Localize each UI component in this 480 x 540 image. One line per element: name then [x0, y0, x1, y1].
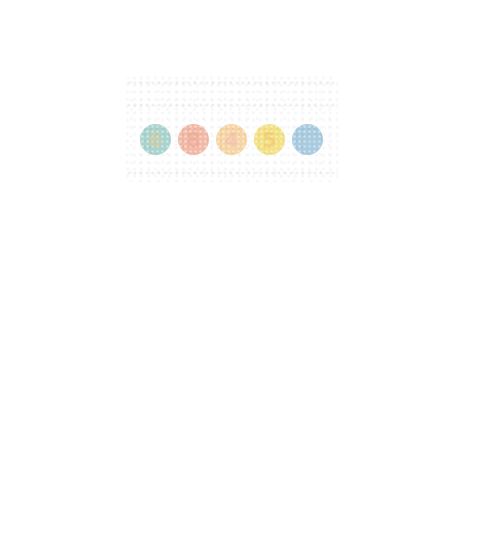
plate-dot-pattern: [254, 124, 285, 155]
plate-dot-pattern: [292, 124, 323, 155]
plate-dot-pattern: [140, 124, 171, 155]
color-plate-4[interactable]: 5: [254, 124, 285, 155]
color-plate-5[interactable]: [292, 124, 323, 155]
dot-row: [126, 102, 338, 108]
plate-digit: 8: [186, 127, 201, 152]
color-plate-row: 6 8 4 5: [140, 124, 323, 156]
plate-digit: 6: [148, 127, 163, 152]
plate-digit: [292, 124, 323, 155]
plate-digit: 5: [262, 127, 277, 152]
color-plate-2[interactable]: 8: [178, 124, 209, 155]
plate-dot-pattern: [178, 124, 209, 155]
dot-row: [126, 170, 338, 176]
dot-row: [126, 80, 338, 86]
color-plate-1[interactable]: 6: [140, 124, 171, 155]
color-plate-3[interactable]: 4: [216, 124, 247, 155]
plate-dot-pattern: [216, 124, 247, 155]
plate-digit: 4: [224, 127, 239, 152]
